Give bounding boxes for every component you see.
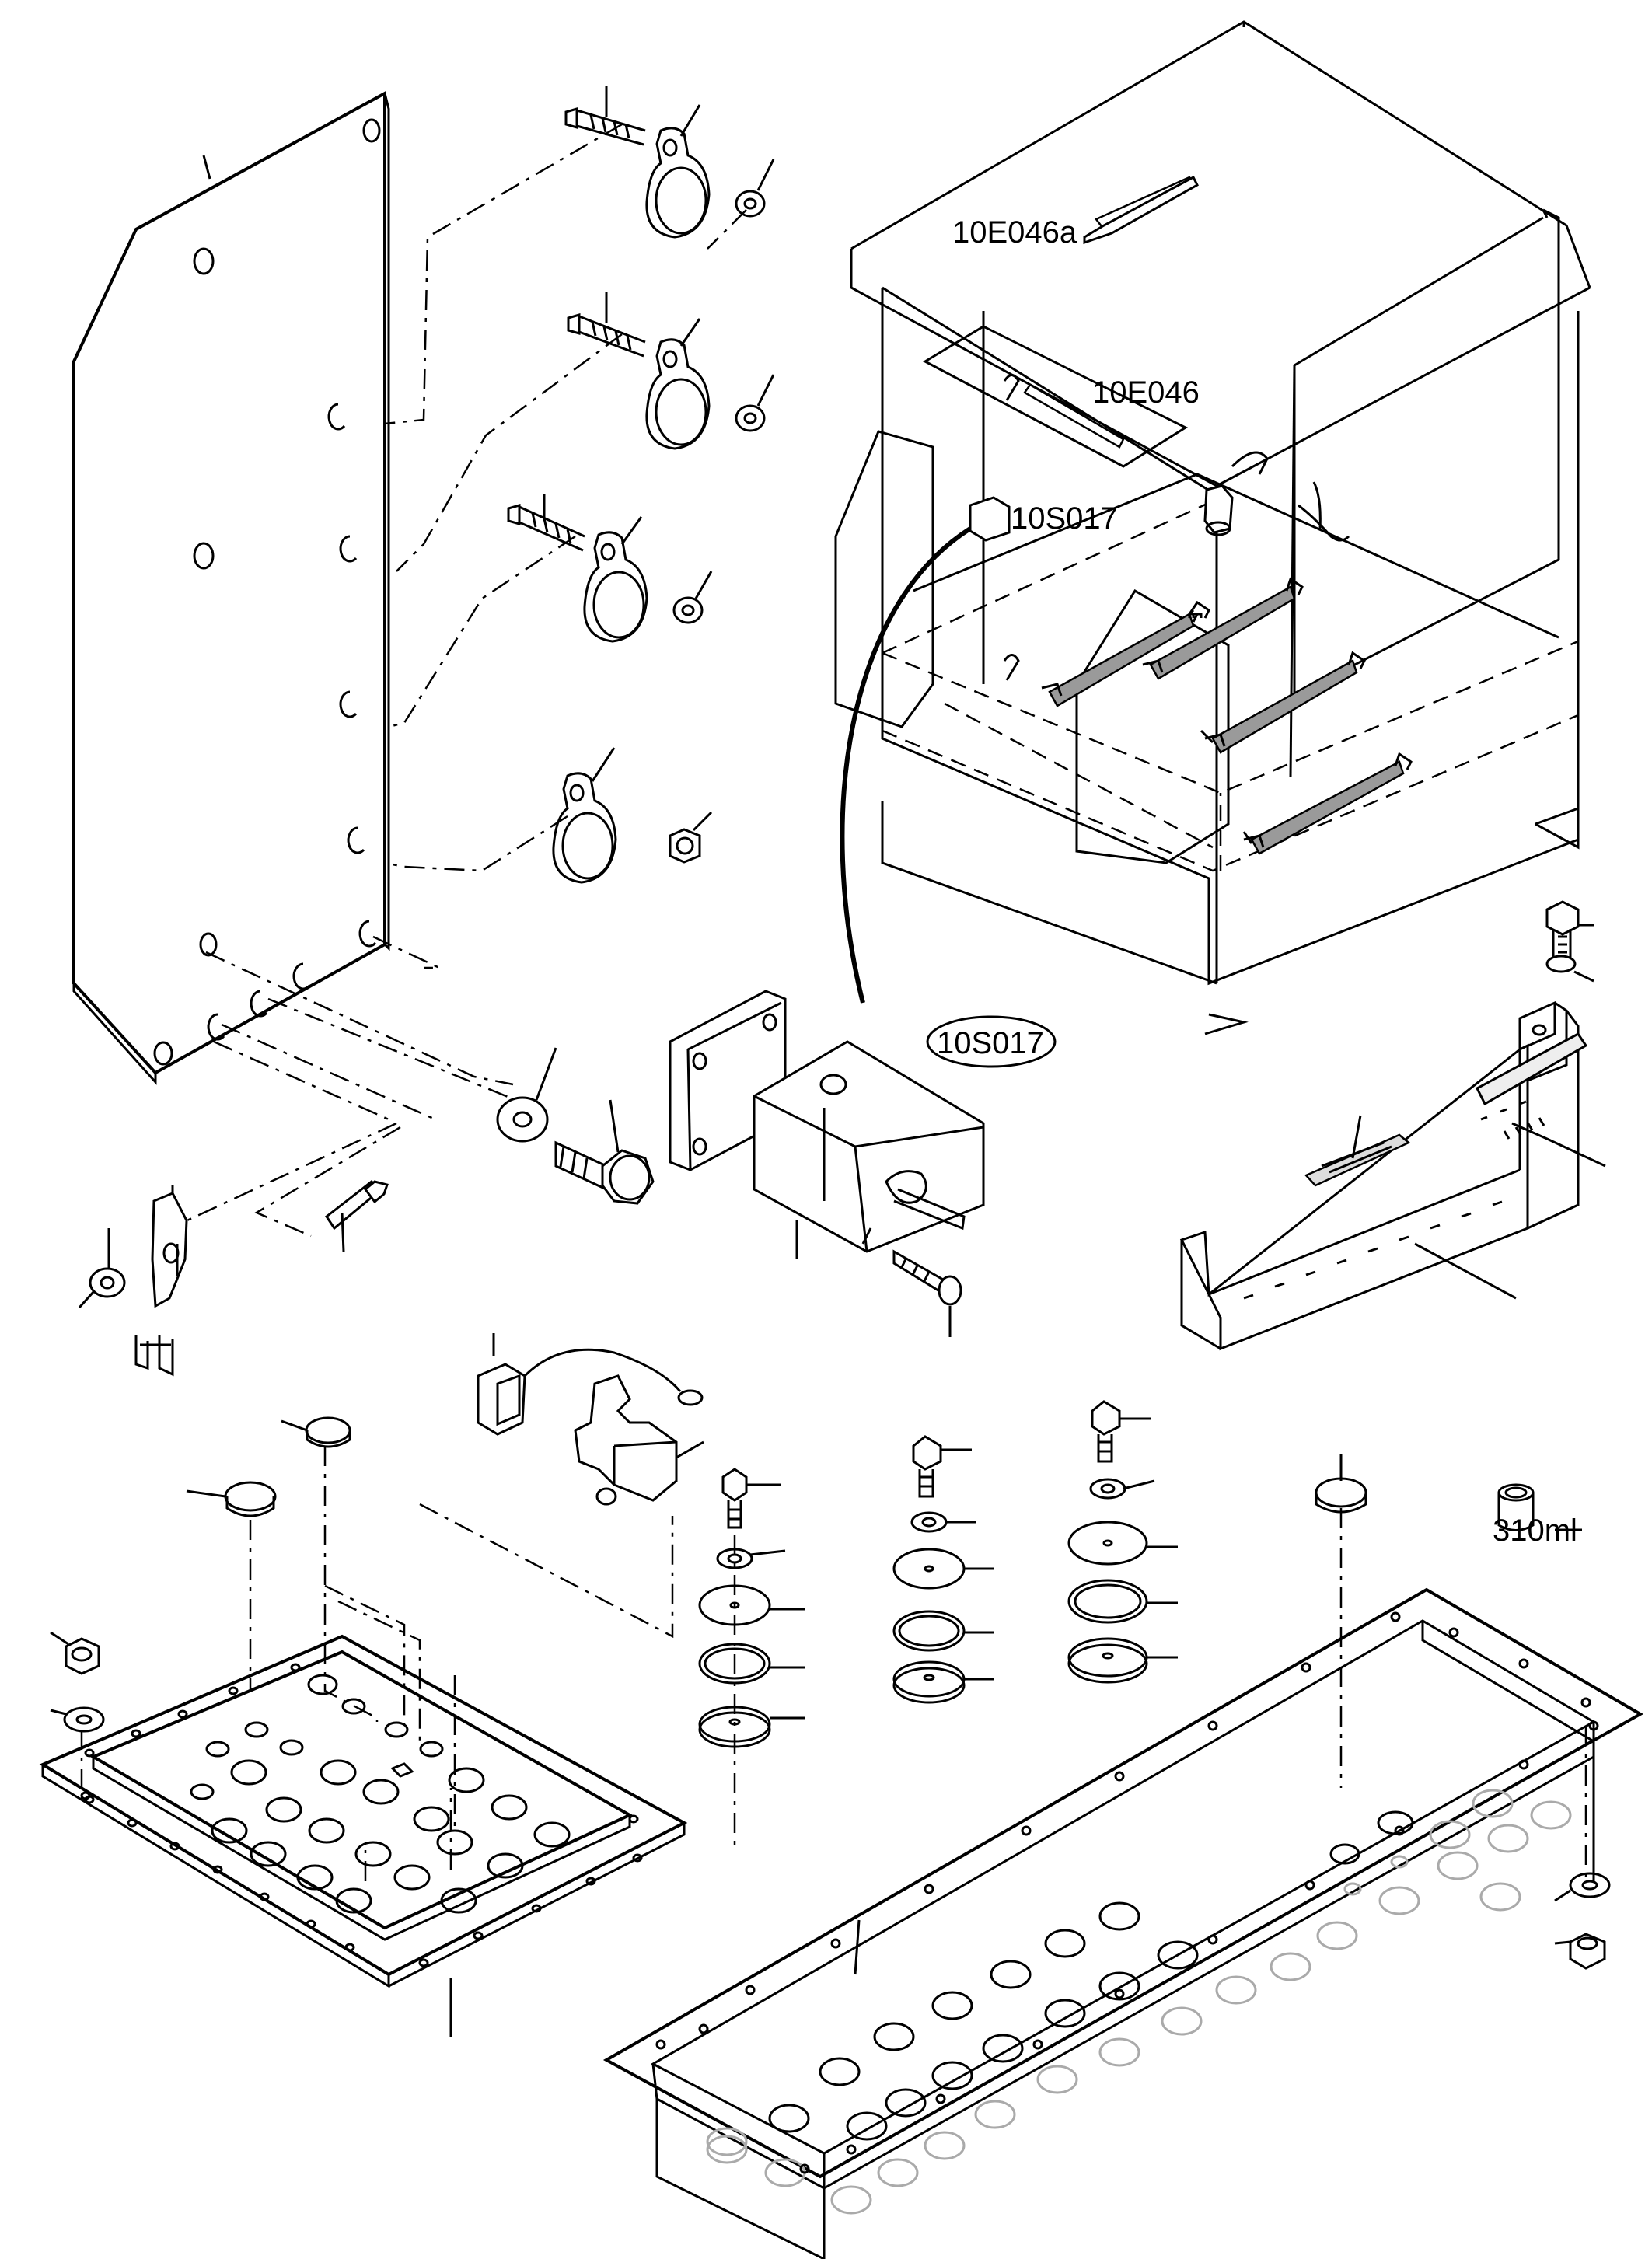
gland-plate bbox=[39, 1446, 688, 2037]
p-clip-assembly-3 bbox=[507, 494, 713, 643]
gland-plate-holes bbox=[80, 1663, 643, 1967]
diagram-labels: 10E046a 10E046 10S017 10S017 310ml bbox=[937, 175, 1577, 1548]
tray-holes bbox=[706, 1789, 1572, 2215]
mounting-plate bbox=[72, 90, 390, 1085]
screw-and-ground-clip bbox=[78, 1179, 389, 1377]
cable-tray bbox=[602, 1508, 1644, 2259]
assembly-leader-lines bbox=[178, 123, 747, 1238]
limit-switch-detail bbox=[669, 990, 1057, 1337]
p-clip-assembly-4 bbox=[552, 747, 713, 884]
electrical-enclosure bbox=[834, 20, 1591, 1035]
p-clip-assembly-1 bbox=[564, 86, 775, 239]
washer-and-hex-bolt bbox=[496, 1047, 655, 1205]
label-10E046: 10E046 bbox=[1092, 375, 1200, 410]
p-clip-assembly-2 bbox=[567, 292, 775, 450]
grommet-stacks bbox=[50, 1400, 1611, 1970]
support-bracket bbox=[1179, 900, 1606, 1351]
label-10E046a: 10E046a bbox=[952, 215, 1077, 250]
label-310ml: 310ml bbox=[1493, 1514, 1577, 1548]
label-10S017-detail: 10S017 bbox=[937, 1026, 1044, 1060]
tray-flange-holes bbox=[655, 1611, 1599, 2174]
relay-socket-assembly bbox=[477, 1333, 704, 1506]
label-10S017-ref: 10S017 bbox=[1011, 501, 1118, 536]
